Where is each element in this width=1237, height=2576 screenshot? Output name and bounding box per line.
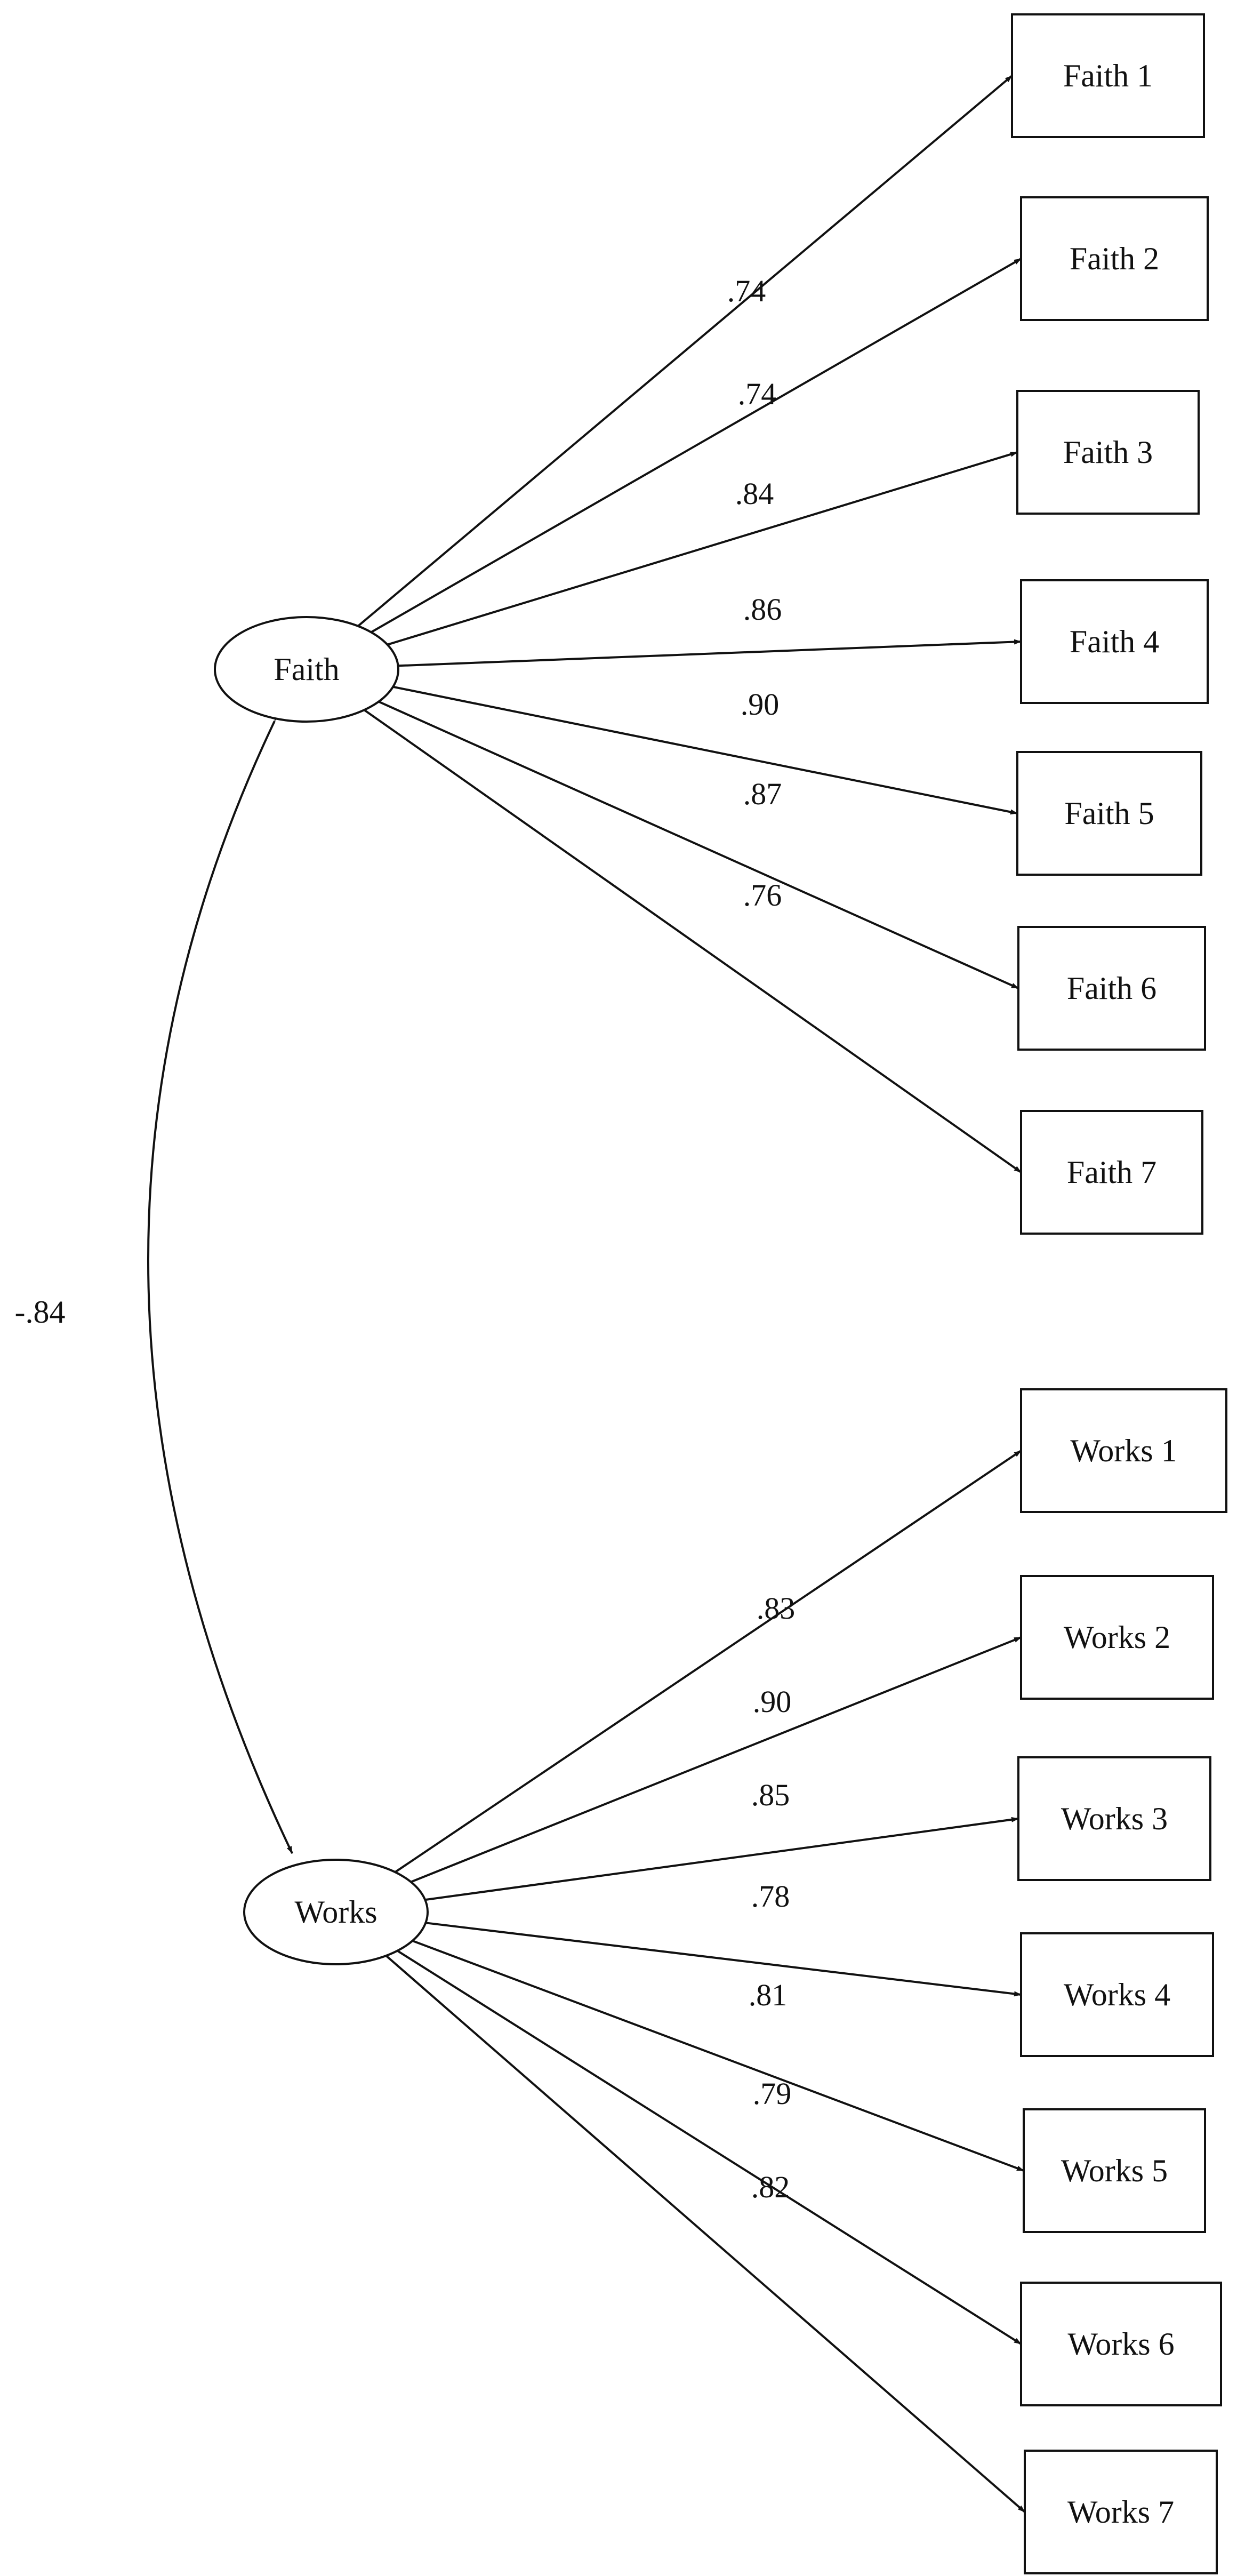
indicator-box-faith-2: Faith 2: [1020, 196, 1209, 321]
indicator-label: Faith 1: [1063, 58, 1153, 93]
loading-path-works-2: [410, 1636, 1022, 1883]
indicator-box-outline: [1020, 1388, 1227, 1513]
loading-path-faith-5: [392, 685, 1018, 815]
loading-path-faith-4: [398, 639, 1022, 667]
indicator-label: Faith 4: [1070, 624, 1159, 659]
loading-label-faith-4: .86: [743, 592, 782, 627]
indicator-box-outline: [1020, 196, 1209, 321]
indicator-box-outline: [1017, 926, 1206, 1051]
loading-label-works-7: .82: [751, 2170, 790, 2204]
indicator-box-works-6: Works 6: [1020, 2282, 1222, 2406]
indicator-box-faith-3: Faith 3: [1016, 390, 1200, 515]
indicator-box-outline: [1020, 2282, 1222, 2406]
loading-label-faith-1: .74: [727, 274, 766, 308]
indicator-box-faith-5: Faith 5: [1016, 751, 1202, 876]
indicator-box-outline: [1023, 2108, 1206, 2233]
indicator-box-outline: [1020, 1110, 1203, 1235]
indicator-box-outline: [1016, 751, 1202, 876]
latent-factor-works: Works: [243, 1859, 429, 1965]
indicator-box-faith-7: Faith 7: [1020, 1110, 1203, 1235]
loading-label-faith-6: .87: [743, 777, 782, 811]
loading-label-works-4: .78: [751, 1879, 790, 1914]
indicator-label: Works 7: [1067, 2494, 1174, 2530]
indicator-box-works-2: Works 2: [1020, 1575, 1214, 1700]
loading-path-works-6: [397, 1950, 1022, 2345]
indicator-label: Faith 5: [1064, 796, 1154, 831]
indicator-label: Faith 2: [1070, 241, 1159, 276]
loading-label-faith-5: .90: [741, 687, 780, 722]
indicator-box-works-7: Works 7: [1024, 2450, 1218, 2574]
indicator-box-works-5: Works 5: [1023, 2108, 1206, 2233]
loading-label-faith-7: .76: [743, 878, 782, 913]
indicator-box-outline: [1011, 13, 1205, 138]
latent-factor-label: Faith: [274, 652, 339, 687]
indicator-box-outline: [1024, 2450, 1218, 2574]
loading-paths: .74 .74 .84 .86 .90 .87 .76 .83 .90 .85 .78 .81 .79.…: [357, 75, 1026, 2513]
indicator-label: Faith 6: [1067, 971, 1156, 1006]
loading-path-works-5: [412, 1940, 1024, 2172]
loading-path-faith-1: [357, 75, 1013, 627]
indicator-box-works-3: Works 3: [1017, 1756, 1211, 1881]
indicator-label: Works 4: [1064, 1977, 1170, 2012]
indicator-label: Faith 3: [1063, 435, 1153, 470]
loading-label-faith-2: .74: [738, 377, 777, 411]
indicator-box-outline: [1020, 1575, 1214, 1700]
loading-label-works-2: .90: [753, 1684, 792, 1719]
indicator-label: Works 1: [1070, 1433, 1177, 1468]
indicator-box-faith-6: Faith 6: [1017, 926, 1206, 1051]
loading-path-works-4: [425, 1922, 1022, 1997]
latent-factor-label: Works: [294, 1894, 377, 1930]
loading-path-works-3: [425, 1817, 1019, 1901]
diagram-nodes: Faith 1 Faith 2 Faith 3 Faith 4 Faith 5 Faith…: [214, 13, 1227, 2574]
indicator-box-works-1: Works 1: [1020, 1388, 1227, 1513]
indicator-label: Works 6: [1067, 2326, 1174, 2362]
loading-label-works-1: .83: [757, 1591, 796, 1626]
loading-path-faith-7: [364, 709, 1022, 1173]
indicator-box-faith-4: Faith 4: [1020, 579, 1209, 704]
loading-label-works-5: .81: [749, 1978, 788, 2012]
indicator-box-outline: [1020, 1932, 1214, 2057]
latent-factor-faith: Faith: [214, 616, 399, 723]
indicator-box-outline: [1020, 579, 1209, 704]
indicator-box-outline: [1016, 390, 1200, 515]
loading-path-faith-2: [371, 258, 1022, 634]
loading-path-works-1: [394, 1450, 1022, 1873]
loading-label-works-3: .85: [751, 1778, 790, 1812]
factor-covariance-curve: [147, 714, 293, 1854]
indicator-label: Works 3: [1061, 1801, 1168, 1836]
latent-factor-ellipse: [214, 616, 399, 723]
indicator-label: Faith 7: [1067, 1155, 1156, 1190]
loading-path-faith-6: [378, 700, 1019, 989]
loading-path-works-7: [385, 1955, 1026, 2513]
loading-label-works-6: .79: [753, 2076, 792, 2111]
indicator-box-outline: [1017, 1756, 1211, 1881]
indicator-box-faith-1: Faith 1: [1011, 13, 1205, 138]
latent-factor-ellipse: [243, 1859, 429, 1965]
indicator-label: Works 2: [1064, 1620, 1170, 1655]
loading-path-faith-3: [387, 451, 1018, 646]
indicator-box-works-4: Works 4: [1020, 1932, 1214, 2057]
loading-label-faith-3: .84: [735, 476, 774, 511]
indicator-label: Works 5: [1061, 2153, 1168, 2188]
factor-correlation-label: -.84: [15, 1294, 66, 1330]
